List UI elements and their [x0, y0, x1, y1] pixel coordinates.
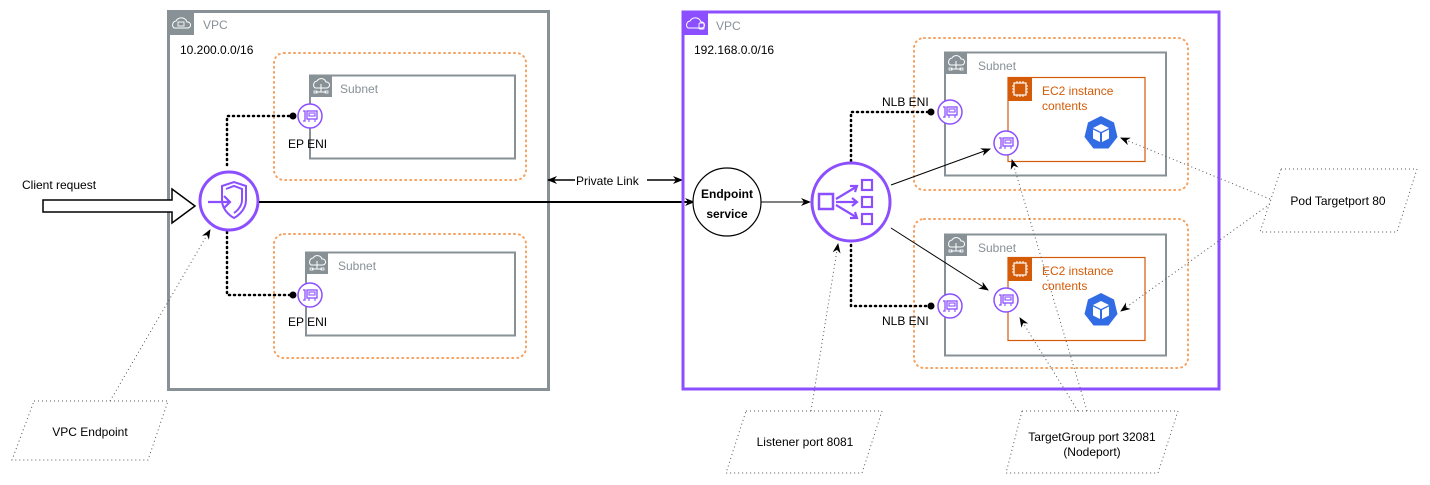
- targetgroup-note-line1: TargetGroup port 32081: [1028, 430, 1156, 444]
- endpoint-service-line2: service: [706, 207, 748, 221]
- left-vpc-label: VPC: [203, 18, 228, 32]
- instance-eni-icon: [993, 130, 1019, 156]
- endpoint-service-node[interactable]: Endpoint service: [692, 167, 762, 237]
- client-request-arrow: [42, 187, 197, 225]
- ec2-label-line2: contents: [1042, 279, 1087, 293]
- listener-note-text: Listener port 8081: [757, 435, 854, 449]
- right-vpc-group: VPC 192.168.0.0/16 Endpoint service Subn…: [681, 10, 1221, 391]
- subnet-label: Subnet: [340, 82, 379, 96]
- subnet-label: Subnet: [338, 259, 377, 273]
- nlb-eni-label: NLB ENI: [882, 314, 929, 328]
- subnet-label: Subnet: [978, 241, 1017, 255]
- eni-icon: [297, 282, 323, 308]
- availability-zone: [913, 218, 1189, 369]
- left-vpc-cidr: 10.200.0.0/16: [180, 43, 254, 57]
- vpc-icon: [168, 11, 194, 35]
- subnet-icon: [944, 233, 968, 257]
- note-listener-port: Listener port 8081: [725, 410, 883, 474]
- note-pod-targetport: Pod Targetport 80: [1259, 168, 1418, 233]
- endpoint-service-line1: Endpoint: [701, 187, 753, 201]
- vpc-endpoint-icon[interactable]: [198, 170, 260, 232]
- ec2-label-line1: EC2 instance: [1042, 84, 1114, 98]
- note-vpc-endpoint: VPC Endpoint: [11, 400, 169, 461]
- ep-eni-label: EP ENI: [288, 137, 327, 151]
- ec2-label-line2: contents: [1042, 99, 1087, 113]
- right-vpc-border: [681, 10, 1221, 391]
- network-load-balancer-icon[interactable]: [810, 161, 892, 243]
- subnet-label: Subnet: [978, 59, 1017, 73]
- left-vpc-group: VPC 10.200.0.0/16 Subnet Subnet EP ENI E…: [167, 10, 550, 391]
- pod-targetport-note-text: Pod Targetport 80: [1290, 194, 1386, 208]
- ep-eni-label: EP ENI: [288, 315, 327, 329]
- eni-icon: [297, 103, 323, 129]
- subnet-icon: [309, 74, 333, 98]
- vpc-icon: [682, 11, 708, 35]
- right-vpc-cidr: 192.168.0.0/16: [694, 43, 774, 57]
- ec2-icon: [1007, 256, 1033, 282]
- note-targetgroup-port: TargetGroup port 32081 (Nodeport): [1005, 410, 1179, 474]
- ec2-label-line1: EC2 instance: [1042, 264, 1114, 278]
- ec2-icon: [1007, 76, 1033, 102]
- private-link-label: Private Link: [576, 174, 640, 188]
- instance-eni-icon: [993, 287, 1019, 313]
- subnet-icon: [944, 51, 968, 75]
- subnet-icon: [305, 251, 329, 275]
- nlb-eni-icon: [937, 293, 963, 319]
- nlb-eni-icon: [937, 99, 963, 125]
- availability-zone: [913, 37, 1189, 191]
- vpc-endpoint-note-text: VPC Endpoint: [52, 425, 128, 439]
- nlb-eni-label: NLB ENI: [882, 95, 929, 109]
- targetgroup-note-line2: (Nodeport): [1063, 445, 1120, 459]
- client-request-label: Client request: [22, 178, 97, 192]
- right-vpc-label: VPC: [716, 19, 741, 33]
